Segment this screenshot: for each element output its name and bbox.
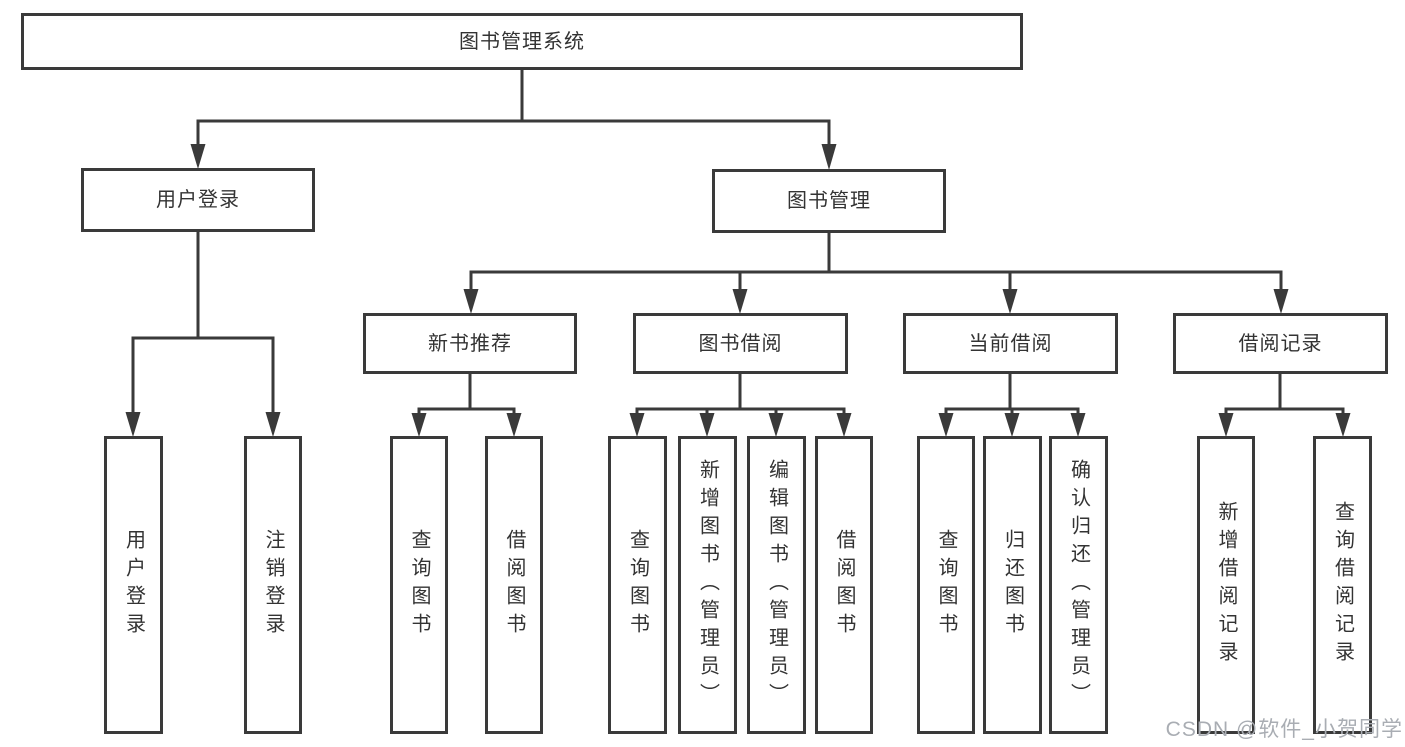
leaf-logout: 注销登录	[244, 436, 302, 734]
leaf-add-books-admin: 新增图书（管理员）	[678, 436, 737, 734]
leaf-confirm-return-admin: 确认归还（管理员）	[1049, 436, 1108, 734]
node-borrowing-records: 借阅记录	[1173, 313, 1388, 374]
node-label: 当前借阅	[968, 332, 1053, 355]
leaf-borrow-books: 借阅图书	[815, 436, 873, 734]
node-label: 查询图书	[408, 529, 430, 641]
node-label: 注销登录	[262, 529, 284, 641]
connector-bookmgmt-to-level3	[463, 233, 1289, 314]
connector-root-to-level2	[190, 70, 837, 170]
node-label: 用户登录	[156, 189, 240, 211]
connector-records-to-leaves	[1218, 374, 1351, 437]
connector-current-to-leaves	[938, 374, 1086, 437]
node-label: 借阅记录	[1238, 332, 1323, 355]
node-label: 图书管理	[787, 190, 871, 212]
node-label: 查询借阅记录	[1331, 501, 1354, 669]
node-label: 借阅图书	[503, 529, 525, 641]
leaf-return-books: 归还图书	[983, 436, 1042, 734]
leaf-query-books: 查询图书	[917, 436, 975, 734]
node-label: 新书推荐	[428, 332, 512, 355]
node-label: 图书管理系统	[459, 30, 585, 53]
connector-borrowing-to-leaves	[629, 374, 852, 437]
csdn-watermark: CSDN @软件_小贺同学	[1165, 718, 1403, 741]
node-label: 用户登录	[122, 529, 145, 641]
node-book-borrowing: 图书借阅	[633, 313, 848, 374]
node-new-book-recommendation: 新书推荐	[363, 313, 577, 374]
leaf-query-borrow-record: 查询借阅记录	[1313, 436, 1372, 734]
node-label: 新增借阅记录	[1215, 501, 1237, 669]
connector-newbook-to-leaves	[411, 374, 522, 437]
node-current-borrowing: 当前借阅	[903, 313, 1118, 374]
leaf-borrow-books: 借阅图书	[485, 436, 543, 734]
connector-userlogin-to-leaves	[125, 232, 281, 437]
leaf-edit-books-admin: 编辑图书（管理员）	[747, 436, 806, 734]
node-label: 新增图书（管理员）	[696, 459, 719, 711]
leaf-add-borrow-record: 新增借阅记录	[1197, 436, 1255, 734]
node-label: 确认归还（管理员）	[1067, 459, 1090, 711]
node-label: 编辑图书（管理员）	[765, 459, 788, 711]
node-label: 归还图书	[1001, 529, 1024, 641]
node-label: 图书借阅	[698, 332, 783, 355]
node-label: 查询图书	[626, 529, 649, 641]
node-book-management: 图书管理	[712, 169, 946, 233]
node-label: 借阅图书	[833, 529, 855, 641]
leaf-query-books: 查询图书	[608, 436, 667, 734]
node-user-login: 用户登录	[81, 168, 315, 232]
node-library-management-system: 图书管理系统	[21, 13, 1023, 70]
leaf-query-books: 查询图书	[390, 436, 448, 734]
leaf-user-login: 用户登录	[104, 436, 163, 734]
node-label: 查询图书	[935, 529, 957, 641]
